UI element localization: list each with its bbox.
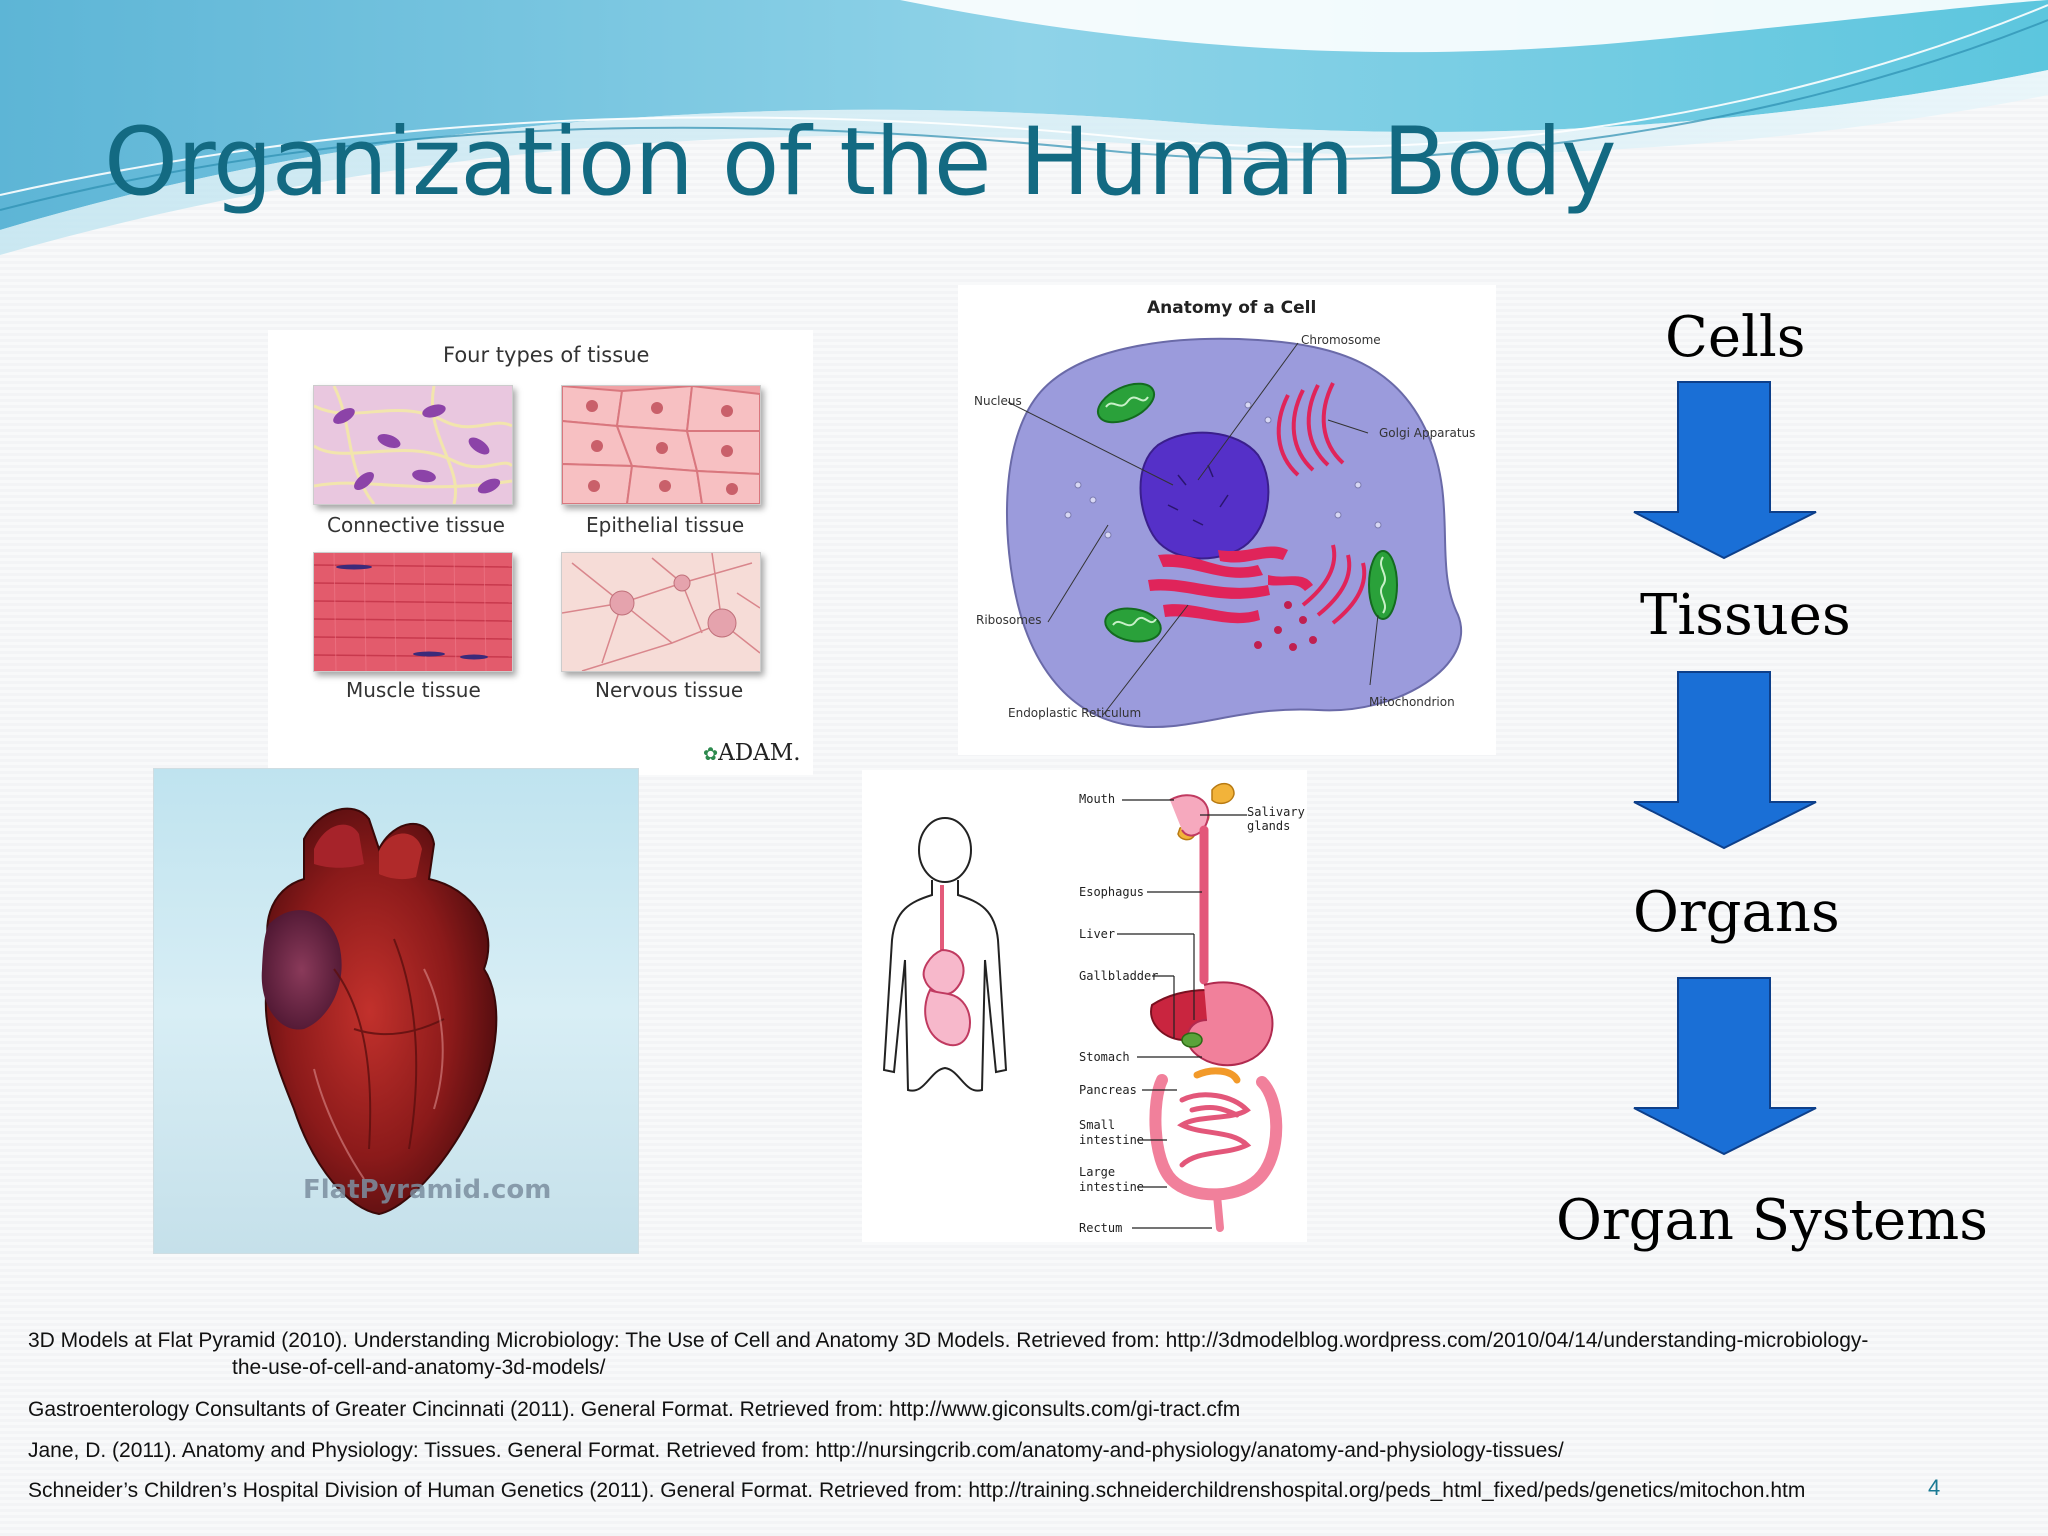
hierarchy-organ-systems: Organ Systems	[1556, 1188, 1989, 1253]
cell-label-mitochondrion: Mitochondrion	[1369, 695, 1455, 709]
heart-watermark: FlatPyramid.com	[303, 1175, 552, 1205]
digest-label-esophagus: Esophagus	[1079, 885, 1145, 899]
cell-label-chromosome: Chromosome	[1301, 333, 1381, 347]
heart-model	[261, 807, 498, 1216]
digest-label-salivary-2: glands	[1247, 819, 1291, 833]
digest-label-stomach: Stomach	[1079, 1050, 1130, 1064]
digest-label-salivary-1: Salivary	[1247, 805, 1305, 819]
nervous-tissue-label: Nervous tissue	[595, 678, 744, 702]
hierarchy-tissues: Tissues	[1640, 583, 1851, 648]
digest-label-large-2: intestine	[1079, 1180, 1145, 1194]
header-waves	[0, 0, 2048, 255]
digest-label-gallbladder: Gallbladder	[1079, 969, 1159, 983]
reference-4: Schneider’s Children’s Hospital Division…	[28, 1479, 1806, 1502]
adam-logo-icon: ✿	[703, 744, 719, 765]
digest-label-liver: Liver	[1079, 927, 1116, 941]
digest-label-mouth: Mouth	[1079, 792, 1116, 806]
digest-label-large-1: Large	[1079, 1165, 1116, 1179]
cell-diagram	[1005, 337, 1463, 729]
heart-figure: FlatPyramid.com	[153, 768, 639, 1254]
digest-label-rectum: Rectum	[1079, 1221, 1123, 1235]
connective-tissue-image	[313, 385, 513, 505]
tissue-figure-heading: Four types of tissue	[443, 343, 650, 367]
adam-credit: ✿ADAM.	[703, 740, 801, 766]
digest-label-pancreas: Pancreas	[1079, 1083, 1137, 1097]
cell-figure: Anatomy of a Cell	[958, 285, 1496, 755]
cell-label-nucleus: Nucleus	[974, 394, 1022, 408]
reference-3: Jane, D. (2011). Anatomy and Physiology:…	[28, 1439, 1564, 1462]
reference-2: Gastroenterology Consultants of Greater …	[28, 1398, 1241, 1421]
digest-label-small-1: Small	[1079, 1118, 1116, 1132]
reference-1-continued: the-use-of-cell-and-anatomy-3d-models/	[232, 1356, 606, 1379]
muscle-tissue-label: Muscle tissue	[346, 678, 481, 702]
connective-tissue-label: Connective tissue	[327, 513, 505, 537]
digestive-figure: Mouth Salivary glands Esophagus Liver Ga…	[862, 770, 1307, 1242]
body-outline	[882, 817, 1008, 1092]
digest-label-small-2: intestine	[1079, 1133, 1145, 1147]
arrow-down-icon	[1633, 671, 1817, 850]
arrow-down-icon	[1633, 381, 1817, 560]
cell-label-ribosomes: Ribosomes	[976, 613, 1042, 627]
slide-title: Organization of the Human Body	[104, 108, 1617, 217]
hierarchy-cells: Cells	[1665, 305, 1806, 370]
cell-label-golgi: Golgi Apparatus	[1379, 426, 1476, 440]
cell-label-er: Endoplastic Reticulum	[1008, 706, 1142, 720]
cell-figure-heading: Anatomy of a Cell	[1147, 298, 1317, 318]
slide-number: 4	[1928, 1475, 1941, 1500]
nervous-tissue-image	[561, 552, 761, 672]
digestive-tract	[1117, 782, 1283, 1232]
adam-credit-text: ADAM.	[718, 740, 801, 766]
muscle-tissue-image	[313, 552, 513, 672]
reference-1: 3D Models at Flat Pyramid (2010). Unders…	[28, 1329, 1869, 1352]
epithelial-tissue-image	[561, 385, 761, 505]
epithelial-tissue-label: Epithelial tissue	[586, 513, 745, 537]
tissue-figure: Four types of tissue	[268, 330, 813, 775]
arrow-down-icon	[1633, 977, 1817, 1156]
hierarchy-organs: Organs	[1633, 880, 1840, 945]
